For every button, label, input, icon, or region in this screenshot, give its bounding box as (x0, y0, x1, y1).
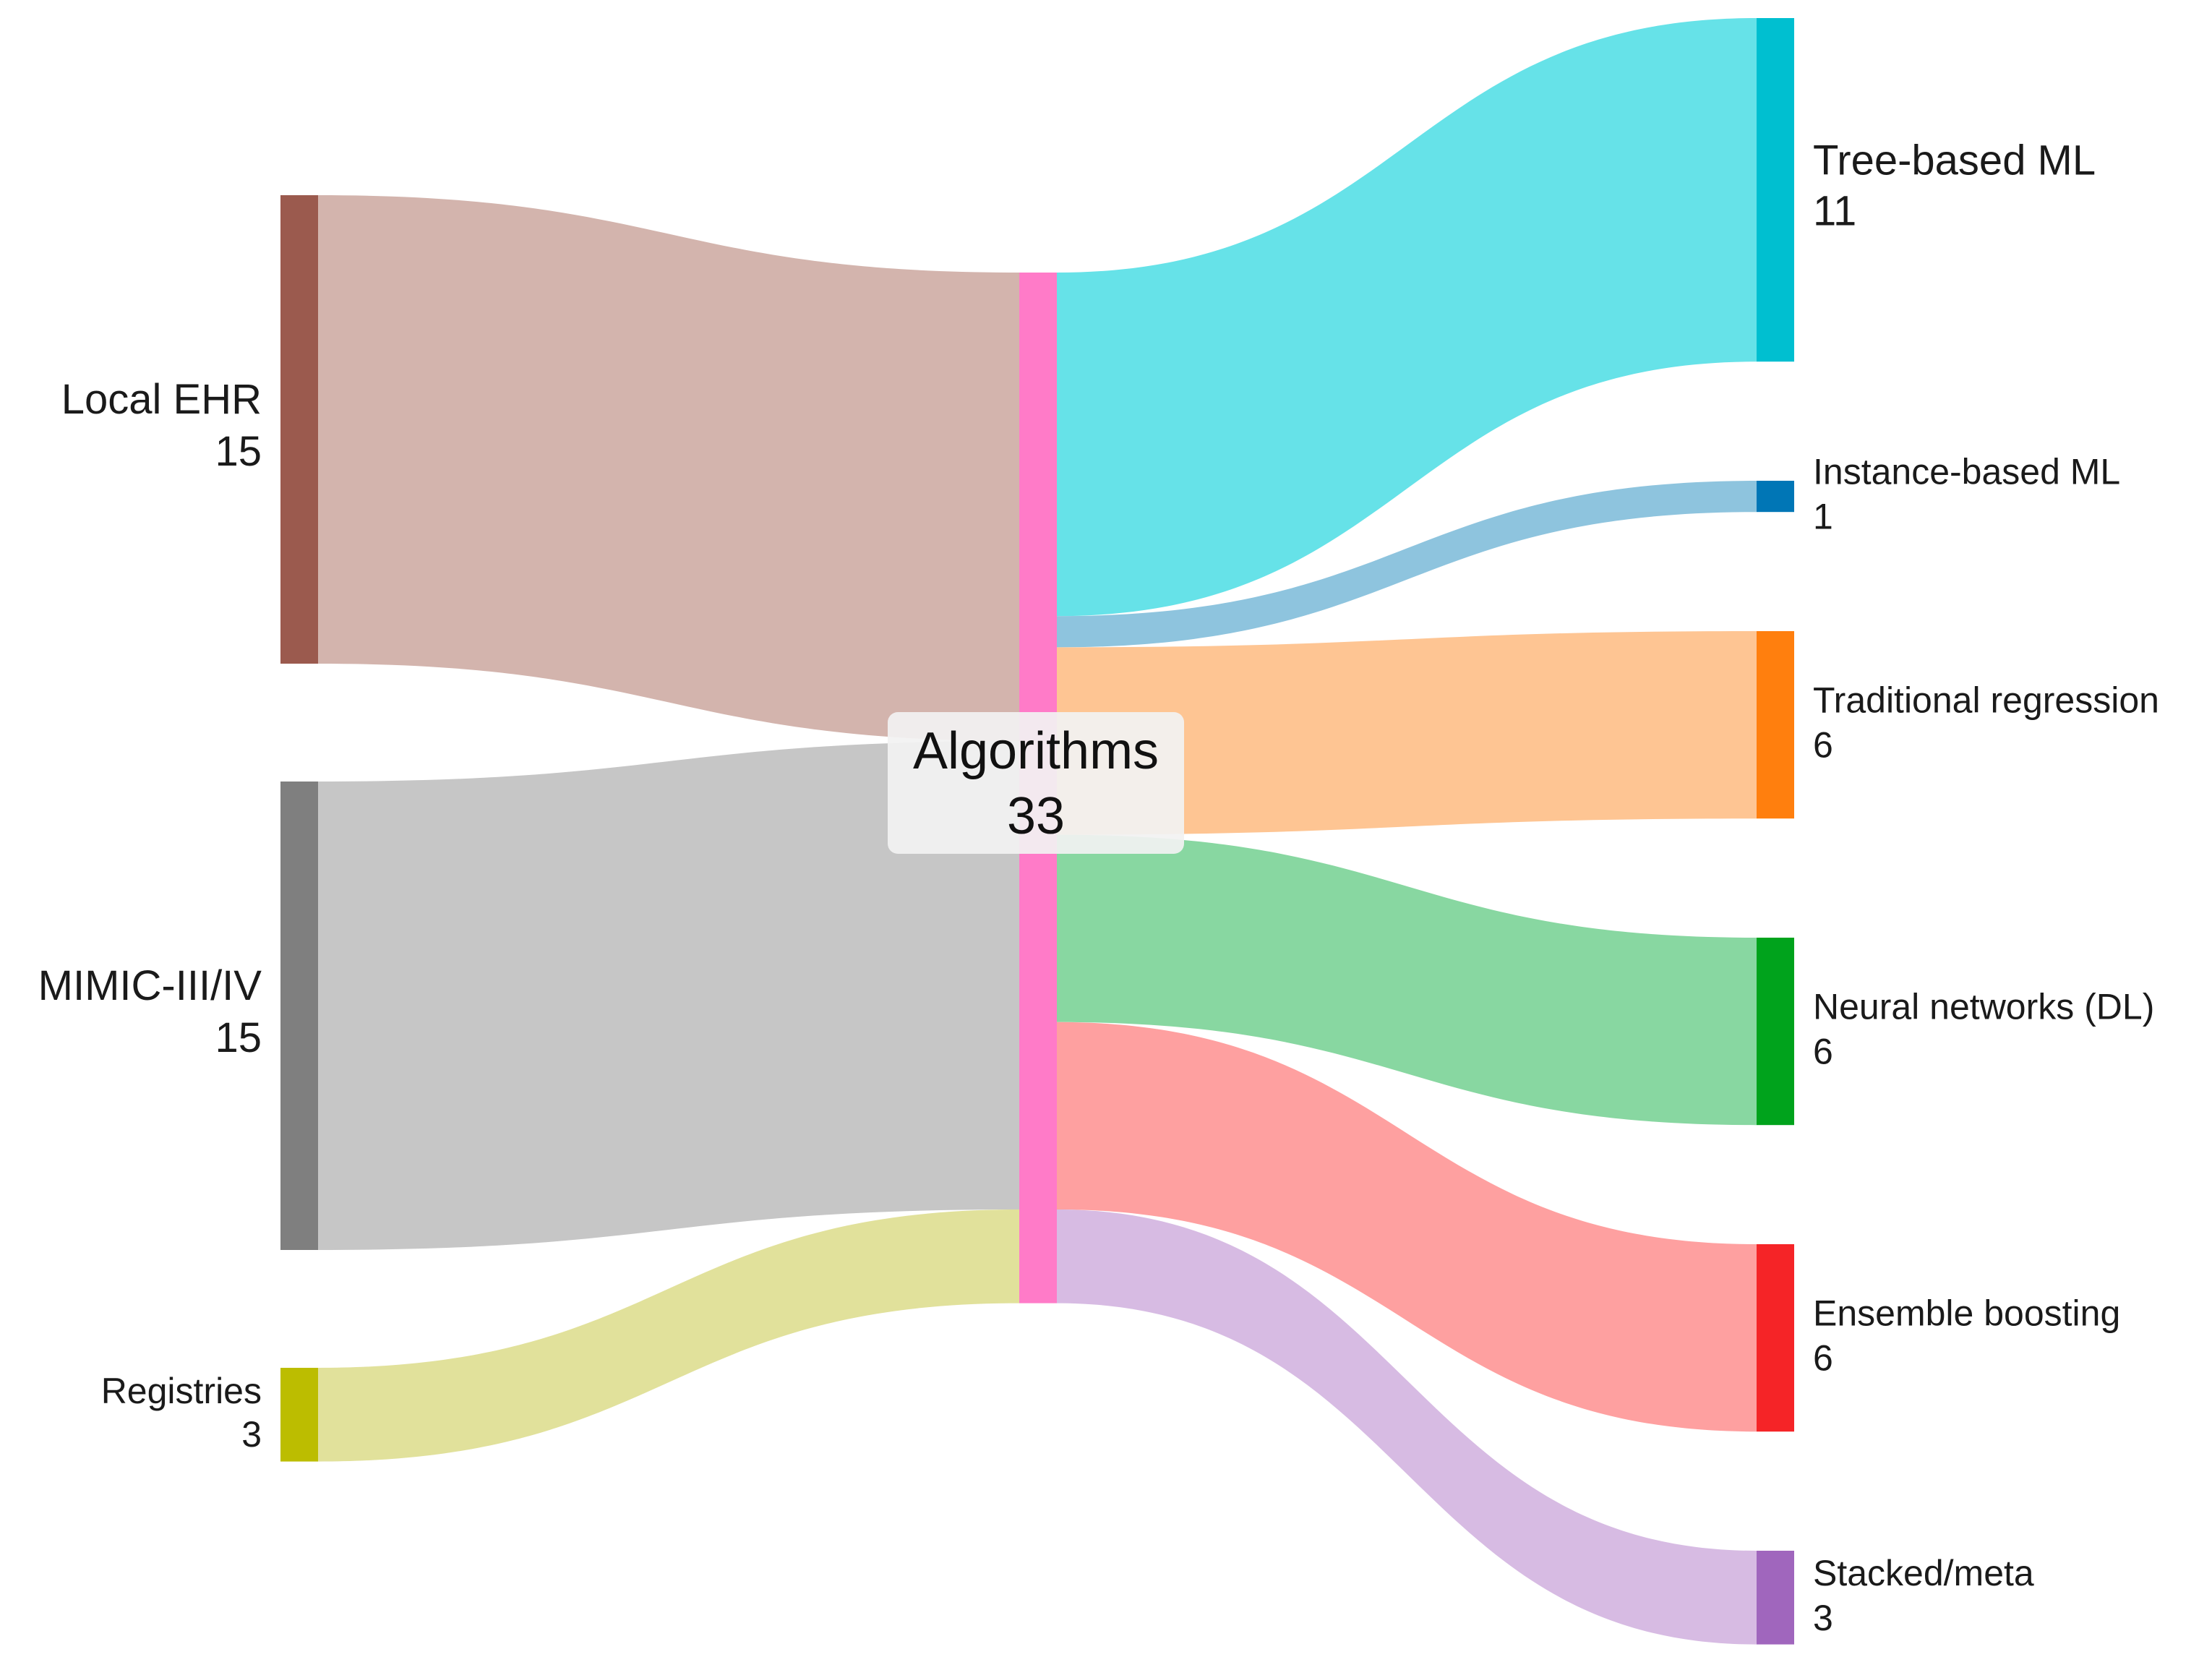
link-registries-to-algorithms (318, 1209, 1019, 1462)
hub-label-background (888, 712, 1184, 854)
node-traditional-regression (1757, 631, 1794, 819)
target-label-tree-based-ml: Tree-based ML (1813, 137, 2096, 184)
source-label-mimic-iii-iv: MIMIC-III/IV (38, 962, 262, 1009)
hub-value: 33 (1007, 787, 1065, 845)
target-label-ensemble-boosting: Ensemble boosting (1813, 1293, 2120, 1334)
target-label-stacked-meta: Stacked/meta (1813, 1553, 2034, 1593)
link-algorithms-to-tree-based-ml (1057, 18, 1757, 617)
target-value-neural-networks-dl: 6 (1813, 1032, 1833, 1072)
sankey-nodes (280, 18, 1794, 1645)
link-algorithms-to-neural-networks-dl (1057, 834, 1757, 1126)
node-registries (280, 1368, 318, 1462)
target-label-traditional-regression: Traditional regression (1813, 680, 2159, 721)
link-mimic-iii-iv-to-algorithms (318, 741, 1019, 1250)
link-algorithms-to-traditional-regression (1057, 631, 1757, 835)
target-value-ensemble-boosting: 6 (1813, 1338, 1833, 1379)
hub-label: Algorithms (913, 722, 1159, 780)
node-local-ehr (280, 195, 318, 664)
source-label-registries: Registries (101, 1371, 262, 1411)
link-algorithms-to-ensemble-boosting (1057, 1022, 1757, 1432)
source-value-local-ehr: 15 (215, 428, 262, 475)
link-local-ehr-to-algorithms (318, 195, 1019, 741)
target-value-instance-based-ml: 1 (1813, 497, 1833, 537)
node-mimic-iii-iv (280, 782, 318, 1250)
node-ensemble-boosting (1757, 1244, 1794, 1432)
target-label-neural-networks-dl: Neural networks (DL) (1813, 987, 2154, 1027)
hub-label-box: Algorithms 33 (888, 712, 1184, 854)
target-value-traditional-regression: 6 (1813, 725, 1833, 766)
source-value-mimic-iii-iv: 15 (215, 1014, 262, 1061)
node-instance-based-ml (1757, 481, 1794, 513)
node-stacked-meta (1757, 1551, 1794, 1645)
sankey-links (318, 18, 1757, 1645)
link-algorithms-to-stacked-meta (1057, 1209, 1757, 1645)
node-neural-networks-dl (1757, 938, 1794, 1126)
target-value-stacked-meta: 3 (1813, 1598, 1833, 1638)
source-label-local-ehr: Local EHR (61, 376, 262, 423)
link-algorithms-to-instance-based-ml (1057, 481, 1757, 648)
target-label-instance-based-ml: Instance-based ML (1813, 452, 2120, 492)
sankey-labels: Local EHR15MIMIC-III/IV15Registries3Tree… (38, 137, 2159, 1638)
node-tree-based-ml (1757, 18, 1794, 362)
source-value-registries: 3 (241, 1414, 262, 1455)
target-value-tree-based-ml: 11 (1813, 188, 1856, 235)
